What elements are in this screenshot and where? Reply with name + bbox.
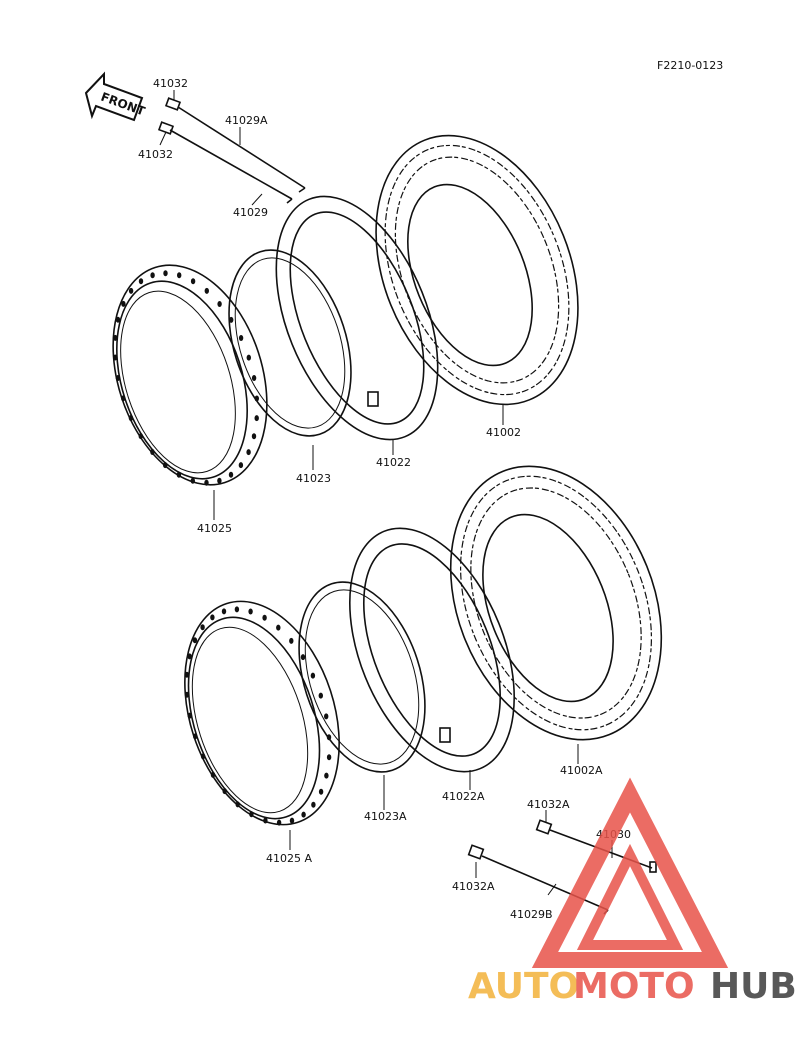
- watermark-logo: AUTO MOTO HUB: [468, 777, 797, 1007]
- label-41032-bottom: 41032: [138, 148, 173, 161]
- spoke-hole: [326, 734, 332, 741]
- label-41022A: 41022A: [442, 790, 485, 803]
- spoke-hole: [128, 287, 134, 294]
- spoke-hole: [210, 614, 215, 621]
- spoke-hole: [163, 270, 168, 277]
- watermark-moto: MOTO: [573, 966, 695, 1007]
- label-41002: 41002: [486, 426, 521, 439]
- spoke-hole: [246, 449, 251, 456]
- watermark-hub: HUB: [710, 966, 797, 1007]
- label-41002A: 41002A: [560, 764, 603, 777]
- spoke-hole: [276, 624, 281, 631]
- tube-41022A: [349, 527, 515, 773]
- spoke-hole: [177, 272, 182, 279]
- rim-41025: [112, 264, 268, 486]
- spoke-hole: [210, 771, 216, 778]
- spoke-hole: [138, 433, 143, 440]
- watermark-triangle-icon: [531, 777, 729, 968]
- rimband-41023A: [298, 581, 426, 773]
- spoke-hole: [217, 301, 222, 307]
- spoke-hole: [190, 477, 195, 484]
- spoke-hole: [200, 753, 206, 760]
- label-41022: 41022: [376, 456, 411, 469]
- spoke-41029: [157, 121, 293, 204]
- rimband-41023: [228, 249, 352, 437]
- spoke-hole: [238, 335, 244, 341]
- spoke-hole: [249, 811, 254, 818]
- tube-41022: [275, 195, 439, 441]
- spoke-hole: [310, 672, 316, 679]
- label-41032A-top: 41032A: [527, 798, 570, 811]
- spoke-hole: [190, 278, 196, 285]
- spoke-hole: [222, 788, 227, 795]
- spoke-hole: [204, 479, 209, 486]
- label-41032A-bottom: 41032A: [452, 880, 495, 893]
- spoke-hole: [251, 375, 257, 381]
- spoke-hole: [121, 300, 126, 307]
- spoke-hole: [192, 637, 198, 644]
- spoke-hole: [324, 713, 329, 720]
- spoke-hole: [204, 287, 209, 294]
- spoke-hole: [238, 462, 244, 469]
- rim-41025A: [184, 600, 340, 826]
- spoke-hole: [121, 395, 126, 402]
- spoke-hole: [254, 395, 259, 402]
- spoke-41029A: [164, 97, 306, 193]
- front-arrow-icon: FRONT: [84, 71, 148, 122]
- label-41023: 41023: [296, 472, 331, 485]
- tire-41002: [375, 134, 579, 406]
- spoke-hole: [254, 415, 259, 422]
- spoke-hole: [150, 272, 155, 279]
- spoke-hole: [217, 477, 222, 484]
- label-41025: 41025: [197, 522, 232, 535]
- spoke-hole: [289, 637, 294, 644]
- spoke-hole: [246, 354, 251, 361]
- label-41029B: 41029B: [510, 908, 553, 921]
- spoke-hole: [228, 471, 234, 478]
- spoke-hole: [326, 754, 332, 761]
- watermark-auto: AUTO: [468, 966, 579, 1007]
- label-41029: 41029: [233, 206, 268, 219]
- spoke-hole: [221, 608, 227, 615]
- spoke-hole: [311, 801, 316, 808]
- spoke-hole: [115, 375, 121, 381]
- spoke-hole: [324, 772, 329, 779]
- spoke-hole: [235, 801, 240, 808]
- spoke-hole: [187, 712, 192, 719]
- spoke-hole: [301, 811, 306, 818]
- spoke-hole: [193, 733, 198, 740]
- spoke-hole: [200, 624, 205, 631]
- label-41025A: 41025 A: [266, 852, 312, 865]
- spoke-hole: [128, 415, 134, 421]
- spoke-hole: [248, 608, 253, 615]
- tire-41002A: [449, 465, 663, 741]
- label-41032-top: 41032: [153, 77, 188, 90]
- label-41023A: 41023A: [364, 810, 407, 823]
- spoke-hole: [163, 462, 168, 469]
- spoke-hole: [300, 654, 306, 661]
- spoke-hole: [318, 692, 323, 699]
- spoke-hole: [113, 334, 118, 341]
- spoke-hole: [234, 606, 240, 613]
- spoke-hole: [115, 316, 121, 323]
- spoke-hole: [251, 433, 257, 440]
- spoke-hole: [184, 671, 190, 678]
- label-41029A: 41029A: [225, 114, 268, 127]
- spoke-hole: [318, 788, 324, 795]
- spoke-hole: [289, 817, 295, 824]
- spoke-hole: [176, 471, 182, 478]
- spoke-hole: [187, 653, 192, 660]
- spoke-hole: [150, 449, 155, 455]
- spoke-hole: [113, 354, 118, 361]
- spoke-hole: [184, 691, 190, 698]
- spoke-hole: [229, 316, 234, 323]
- spoke-hole: [263, 817, 268, 824]
- spoke-hole: [276, 819, 282, 826]
- spoke-hole: [138, 278, 144, 285]
- spoke-hole: [262, 614, 267, 621]
- reference-code: F2210-0123: [657, 59, 723, 72]
